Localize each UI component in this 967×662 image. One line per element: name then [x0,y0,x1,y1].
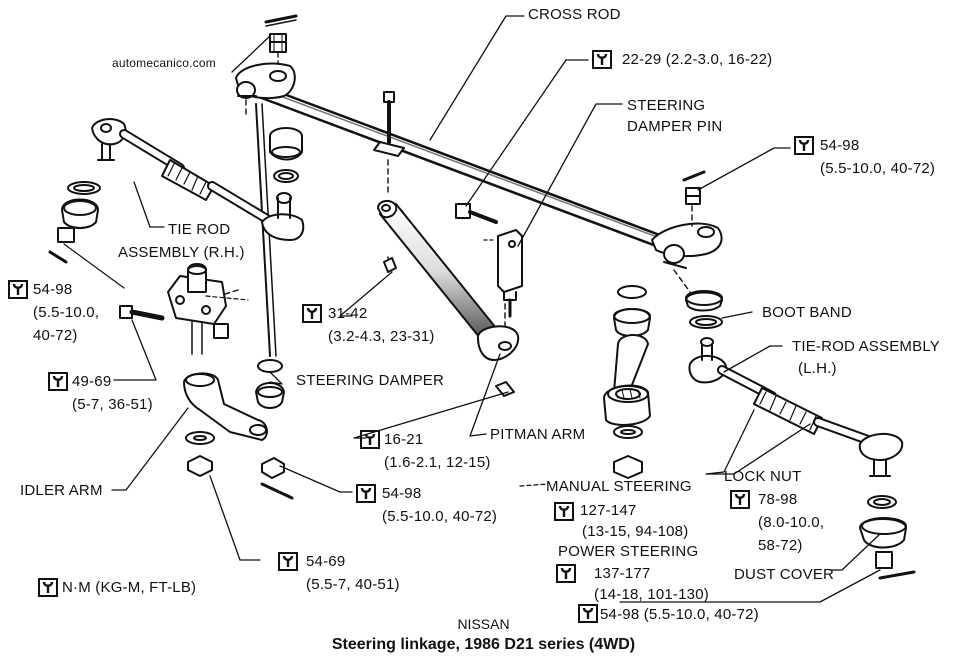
watermark: automecanico.com [112,56,216,70]
leader-lines [111,15,881,603]
torque-wrench-icon [554,502,574,521]
label-lock-nut-torque-1: 78-98 [758,491,798,508]
legend-text: N·M (KG-M, FT-LB) [62,579,197,596]
label-torque-idler-bolt-2: (5-7, 36-51) [72,396,153,413]
idler-washers [185,431,215,477]
label-lh-nut-torque: 54-98 (5.5-10.0, 40-72) [600,606,759,623]
caption-maker: NISSAN [457,616,510,632]
idler-bolt [119,305,165,321]
torque-wrench-icon [8,280,28,299]
torque-wrench-icon [794,136,814,155]
label-torque-damper-1: 31-42 [328,305,368,322]
cross-rod-bolt [383,91,395,144]
torque-wrench-icon [48,372,68,391]
label-dust-cover: DUST COVER [734,566,835,583]
tie-rod-rh [91,118,305,241]
damper-pin [455,203,523,318]
label-manual-torque-1: 127-147 [580,502,637,519]
label-lock-nut: LOCK NUT [724,468,802,485]
label-steering-damper: STEERING DAMPER [296,372,445,389]
torque-wrench-icon [302,304,322,323]
label-torque-damper-2: (3.2-4.3, 23-31) [328,328,435,345]
torque-wrench-icon [730,490,750,509]
label-torque-idler-lower-1: 54-69 [306,553,346,570]
label-torque-idler-lower-2: (5.5-7, 40-51) [306,576,400,593]
torque-wrench-icon [592,50,612,69]
label-power-steering: POWER STEERING [558,543,699,560]
torque-wrench-icon [278,552,298,571]
tie-rod-lh [688,337,916,580]
lh-cotter-nut [682,170,723,329]
label-power-torque-2: (14-18, 101-130) [594,586,709,603]
label-torque-rh-nut-3: 40-72) [33,327,78,344]
label-tie-rod-rh-1: TIE ROD [168,221,231,238]
label-torque-idler-nut-2: (5.5-10.0, 40-72) [382,508,498,525]
steering-damper [377,200,520,397]
label-manual-torque-2: (13-15, 94-108) [582,523,689,540]
label-tie-rod-rh-2: ASSEMBLY (R.H.) [118,244,245,261]
rh-washers [48,181,125,289]
label-cross-rod-torque: 22-29 (2.2-3.0, 16-22) [622,51,773,68]
idler-bracket [167,263,249,355]
label-torque-rh-nut-2: (5.5-10.0, [33,304,100,321]
label-torque-idler-nut-1: 54-98 [382,485,422,502]
caption-title: Steering linkage, 1986 D21 series (4WD) [331,636,636,653]
label-steering-damper-pin-1: STEERING [627,97,706,114]
cross-rod [235,62,723,269]
idler-lower-parts [255,359,294,500]
label-tie-rod-lh-2: (L.H.) [798,360,837,377]
label-torque-rh-nut-1: 54-98 [33,281,73,298]
label-torque-rh-top-1: 54-98 [820,137,860,154]
upper-boot-left [269,127,303,183]
idler-stud-line [255,103,271,357]
label-manual-steering: MANUAL STEERING [546,478,692,495]
label-steering-damper-pin-2: DAMPER PIN [627,118,723,135]
torque-wrench-icon [356,484,376,503]
label-torque-damper-nut-2: (1.6-2.1, 12-15) [384,454,491,471]
torque-wrench-icon [38,578,58,597]
label-torque-idler-bolt-1: 49-69 [72,373,112,390]
label-pitman-arm: PITMAN ARM [490,426,586,443]
cross-rod-cotter-pin [264,14,298,53]
label-idler-arm: IDLER ARM [20,482,103,499]
torque-wrench-icon [360,430,380,449]
label-power-torque-1: 137-177 [594,565,651,582]
label-lock-nut-torque-2: (8.0-10.0, [758,514,825,531]
torque-wrench-icon [578,604,598,623]
label-lock-nut-torque-3: 58-72) [758,537,803,554]
idler-arm [183,372,268,441]
label-tie-rod-lh-1: TIE-ROD ASSEMBLY [792,338,940,355]
label-cross-rod: CROSS ROD [528,6,621,23]
label-torque-rh-top-2: (5.5-10.0, 40-72) [820,160,936,177]
label-boot-band: BOOT BAND [762,304,852,321]
pitman-arm [603,285,651,479]
label-torque-damper-nut-1: 16-21 [384,431,424,448]
torque-wrench-icon [556,564,576,583]
